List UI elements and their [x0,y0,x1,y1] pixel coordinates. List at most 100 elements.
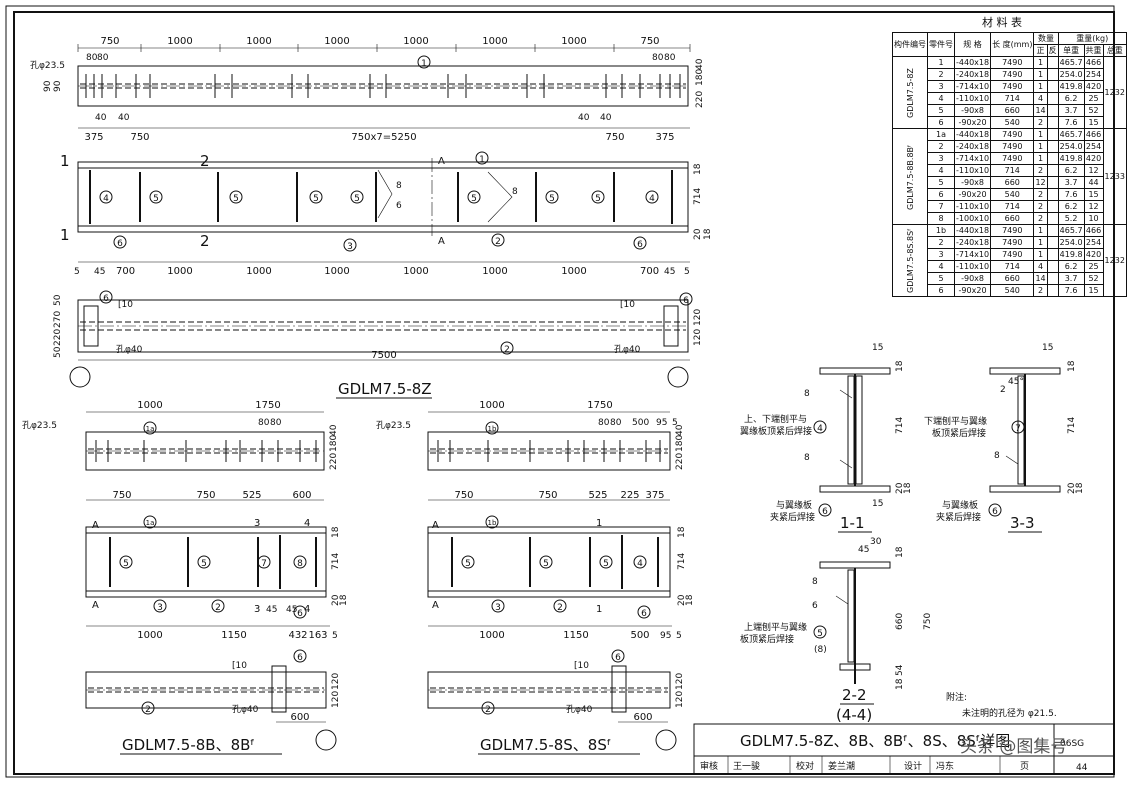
main-top-dim: 1000 [167,36,192,47]
main-top-dim: 750 [100,36,119,47]
right-dim-v: 40 [695,58,705,70]
table-cell: 714 [990,164,1035,177]
table-cell: 7 [927,200,955,213]
web-v: 714 [693,188,703,205]
table-cell: 714 [990,260,1035,273]
table-cell: -90x20 [953,284,992,297]
table-cell: 2 [927,236,955,249]
section-label-3-3: 3-3 [1010,514,1035,532]
table-cell: 254.0 [1057,236,1085,249]
stiffeners-main [89,170,673,224]
table-cell: 466 [1083,56,1104,69]
svg-text:660: 660 [895,613,905,630]
table-cell: 466 [1083,128,1104,141]
plan-right-v: 120 [693,329,703,346]
svg-text:6: 6 [103,294,109,304]
svg-text:5: 5 [354,194,360,204]
group-total: 1232 [1102,224,1127,297]
svg-text:525: 525 [588,490,607,501]
svg-text:1: 1 [479,155,485,165]
svg-text:6: 6 [297,653,303,663]
svg-text:(4-4): (4-4) [836,706,872,724]
table-cell: 25 [1083,260,1104,273]
right-dim-v: 180 [695,69,705,86]
row-dim: 750x7=5250 [351,132,416,143]
table-cell: 1 [1033,140,1048,153]
row-dim: 375 [84,132,103,143]
below-dim: 40 [95,113,107,123]
table-cell: 419.8 [1057,80,1085,93]
svg-text:5: 5 [595,194,601,204]
table-cell: 660 [990,176,1035,189]
table-cell: 3 [927,80,955,93]
table-cell: 10 [1083,212,1104,225]
svg-text:[10: [10 [232,661,247,671]
axis-bubble [69,366,91,388]
svg-text:6: 6 [637,240,643,250]
table-cell: 7490 [990,68,1035,81]
table-cell: 5 [927,272,955,285]
table-cell: 5 [927,176,955,189]
svg-text:18: 18 [903,482,913,494]
svg-text:2: 2 [1000,385,1006,395]
svg-text:3: 3 [254,518,260,529]
table-cell: 6 [927,188,955,201]
svg-text:1: 1 [596,604,602,615]
left-dim-v: 90 [43,80,53,92]
table-cell [1046,188,1059,201]
main-top-dim: 1000 [482,36,507,47]
plan-v: 270 [53,311,63,328]
svg-text:163: 163 [308,630,327,641]
svg-text:4: 4 [817,424,823,434]
svg-text:2: 2 [485,705,491,715]
svg-text:(8): (8) [814,645,827,655]
svg-text:500: 500 [630,630,649,641]
svg-text:8: 8 [804,389,810,399]
table-cell: 660 [990,104,1035,117]
svg-text:375: 375 [645,490,664,501]
channel-label: [10 [620,300,635,310]
group-total: 1232 [1102,56,1127,129]
svg-text:525: 525 [242,490,261,501]
table-cell: 714 [990,92,1035,105]
table-cell: 6 [927,284,955,297]
svg-text:18: 18 [685,594,695,606]
bottom-dim: 1000 [324,266,349,277]
table-cell: 660 [990,272,1035,285]
group-total: 1233 [1102,128,1127,225]
svg-text:80: 80 [610,418,622,428]
svg-text:5: 5 [817,629,823,639]
table-cell: -110x10 [953,164,992,177]
plan-hole: 孔φ40 [116,344,143,355]
svg-text:A: A [432,600,439,611]
bolt-holes-main [85,74,681,98]
main-top-dim: 1000 [403,36,428,47]
section-label-2-2: 2-2 [842,686,867,704]
s-elevation [427,526,671,598]
elevation-callouts: 4 5 5 5 5 5 5 5 4 1 3 2 6 6 [99,151,659,252]
main-top-dim: 1000 [561,36,586,47]
svg-text:18: 18 [895,546,905,558]
svg-text:5: 5 [549,194,555,204]
table-cell [1046,116,1059,129]
title-block: GDLM7.5-8Z、8B、8Bᶠ、8S、8Sᶠ详图 06SG 审核 王一骏 校… [693,723,1115,775]
beam-8b-drawing: 孔φ23.5 1000 1750 80 80 1a 220 180 40 750… [22,400,349,755]
table-cell: 3.7 [1057,104,1085,117]
table-cell: 7.6 [1057,116,1085,129]
svg-text:3: 3 [495,603,501,613]
svg-text:4: 4 [637,559,643,569]
table-cell: -110x10 [953,260,992,273]
svg-text:与翼缘板: 与翼缘板 [942,499,978,511]
table-cell: -90x8 [953,104,992,117]
svg-text:4: 4 [304,518,310,529]
svg-text:A: A [432,520,439,531]
table-cell: -110x10 [953,92,992,105]
table-cell [1046,128,1059,141]
svg-text:A: A [92,520,99,531]
table-cell: -240x18 [953,68,992,81]
section-mark: A [438,156,445,167]
